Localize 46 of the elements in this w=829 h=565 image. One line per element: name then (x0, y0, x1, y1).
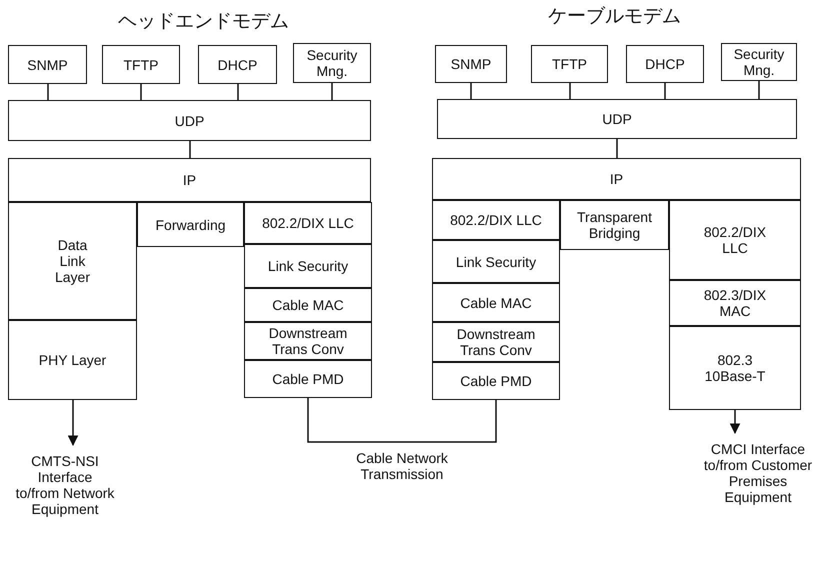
protocol-layer-box: PHY Layer (8, 320, 137, 400)
protocol-layer-box: IP (8, 158, 371, 202)
connector-line (47, 84, 49, 100)
protocol-layer-box: SNMP (435, 45, 507, 83)
protocol-layer-box: Forwarding (137, 202, 244, 247)
protocol-layer-box: IP (432, 158, 801, 200)
protocol-layer-box: 802.3/DIX MAC (669, 280, 801, 326)
connector-line (470, 83, 472, 99)
arrow (68, 400, 78, 446)
protocol-layer-box: TFTP (102, 45, 180, 84)
connector-line (331, 83, 333, 100)
protocol-layer-box: 802.3 10Base-T (669, 326, 801, 410)
connector-line (140, 84, 142, 100)
protocol-layer-box: 802.2/DIX LLC (244, 202, 372, 244)
interface-text: CMCI Interface to/from Customer Premises Equipment (696, 433, 820, 548)
protocol-layer-box: Downstream Trans Conv (432, 322, 560, 362)
protocol-layer-box: UDP (8, 100, 371, 141)
interface-text: CMTS-NSI Interface to/from Network Equipment (6, 445, 124, 550)
connector-line (616, 139, 618, 158)
protocol-layer-box: Cable PMD (244, 360, 372, 398)
protocol-layer-box: Transparent Bridging (560, 200, 669, 250)
protocol-layer-box: 802.2/DIX LLC (432, 200, 560, 240)
connector-line (569, 83, 571, 99)
protocol-layer-box: 802.2/DIX LLC (669, 200, 801, 280)
connector-line (237, 84, 239, 100)
protocol-layer-box: Cable MAC (244, 288, 372, 322)
stack-heading: ヘッドエンドモデム (118, 10, 289, 34)
protocol-layer-box: Cable MAC (432, 283, 560, 322)
protocol-layer-box: Link Security (432, 240, 560, 283)
protocol-layer-box: TFTP (531, 45, 608, 83)
stack-heading: ケーブルモデム (548, 5, 681, 29)
connector-line (664, 83, 666, 99)
protocol-layer-box: SNMP (8, 45, 87, 84)
protocol-layer-box: Cable PMD (432, 362, 560, 400)
protocol-layer-box: Downstream Trans Conv (244, 322, 372, 360)
connector-line (307, 398, 497, 443)
connector-line (758, 81, 760, 99)
protocol-layer-box: DHCP (198, 45, 277, 84)
protocol-layer-box: Link Security (244, 244, 372, 288)
arrow (730, 410, 740, 434)
connector-line (189, 141, 191, 158)
protocol-layer-box: DHCP (626, 45, 704, 83)
protocol-layer-box: Security Mng. (293, 43, 371, 83)
protocol-layer-box: Data Link Layer (8, 202, 137, 320)
protocol-layer-box: UDP (437, 99, 797, 139)
protocol-layer-box: Security Mng. (721, 43, 797, 81)
